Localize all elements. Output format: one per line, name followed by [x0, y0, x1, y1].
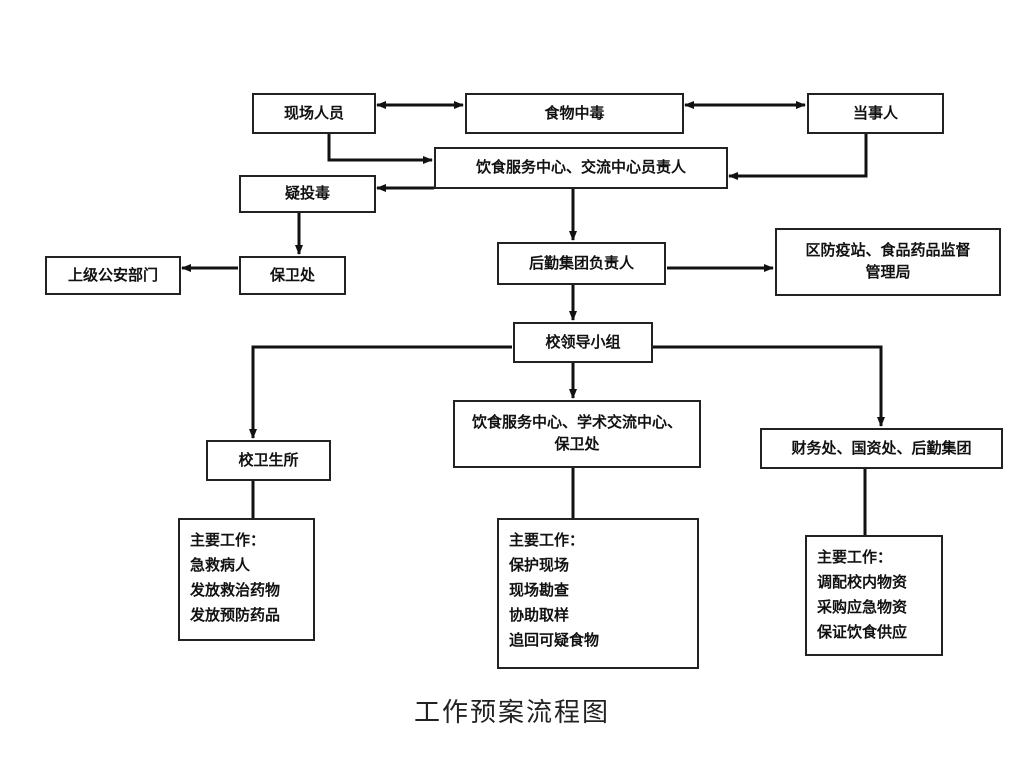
edge-party-catering [728, 134, 868, 180]
node-label-line-2: 管理局 [865, 263, 911, 281]
work-heading: 主要工作： [190, 531, 266, 549]
node-epidemic-station: 区防疫站、食品药品监督 管理局 [775, 228, 1001, 296]
node-label: 后勤集团负责人 [528, 253, 634, 272]
work-item: 协助取样 [509, 606, 570, 624]
node-label: 食物中毒 [544, 103, 605, 122]
work-item: 调配校内物资 [817, 573, 908, 591]
node-label: 上级公安部门 [67, 265, 158, 284]
work-item: 发放预防药品 [190, 606, 281, 624]
node-label-line-1: 饮食服务中心、学术交流中心、 [471, 413, 682, 432]
work-item: 急救病人 [190, 556, 251, 574]
node-security-office: 保卫处 [239, 256, 346, 295]
node-label-line-1: 区防疫站、食品药品监督 [805, 241, 971, 260]
work-item: 采购应急物资 [817, 598, 908, 616]
edge-leadership-clinic [249, 345, 512, 439]
work-item: 现场勘查 [509, 581, 570, 599]
node-police-dept: 上级公安部门 [45, 256, 181, 295]
edge-leadership-finance [653, 345, 885, 427]
node-leadership-group: 校领导小组 [513, 322, 653, 363]
node-food-poisoning: 食物中毒 [465, 93, 684, 134]
diagram-title: 工作预案流程图 [413, 698, 610, 728]
work-item: 保护现场 [509, 556, 570, 574]
node-catering-academic-security: 饮食服务中心、学术交流中心、 保卫处 [453, 400, 701, 468]
node-label: 饮食服务中心、交流中心员责人 [475, 158, 686, 177]
node-logistics-head: 后勤集团负责人 [497, 242, 666, 285]
node-onsite-staff: 现场人员 [252, 93, 376, 134]
work-item: 发放救治药物 [190, 581, 281, 599]
node-label: 校领导小组 [545, 332, 621, 351]
work-box-clinic: 主要工作： 急救病人 发放救治药物 发放预防药品 [178, 518, 315, 641]
edge-onsite-catering [327, 134, 433, 164]
node-label: 疑投毒 [284, 184, 330, 203]
node-suspected-poisoning: 疑投毒 [239, 175, 376, 213]
node-label: 财务处、国资处、后勤集团 [791, 438, 972, 457]
node-label: 当事人 [852, 103, 898, 122]
node-finance-assets-logistics: 财务处、国资处、后勤集团 [760, 428, 1003, 469]
node-clinic: 校卫生所 [206, 440, 331, 481]
node-party-involved: 当事人 [807, 93, 944, 134]
node-label: 校卫生所 [238, 450, 299, 469]
work-box-catering: 主要工作： 保护现场 现场勘查 协助取样 追回可疑食物 [497, 518, 699, 669]
work-heading: 主要工作： [817, 548, 893, 566]
node-label: 现场人员 [283, 103, 344, 122]
work-item: 追回可疑食物 [509, 631, 600, 649]
node-label-line-2: 保卫处 [554, 435, 600, 453]
work-box-finance: 主要工作： 调配校内物资 采购应急物资 保证饮食供应 [805, 535, 943, 656]
work-item: 保证饮食供应 [817, 623, 908, 641]
node-catering-head: 饮食服务中心、交流中心员责人 [434, 147, 728, 189]
node-label: 保卫处 [269, 265, 315, 284]
work-heading: 主要工作： [509, 531, 585, 549]
